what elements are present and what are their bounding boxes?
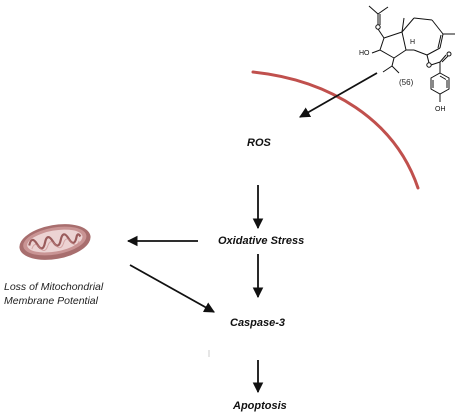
atom-label-ho: HO: [359, 50, 370, 57]
cell-membrane-arc: [251, 70, 420, 190]
atom-label-h: H: [410, 39, 415, 46]
compound-structure: [368, 5, 455, 102]
node-ros: ROS: [247, 137, 271, 149]
arrow-compound-to-ros: [299, 72, 378, 118]
mitochondria-icon: [19, 224, 91, 260]
compound-number: (56): [399, 78, 414, 87]
mitochondria-label-line1: Loss of Mitochondrial: [4, 281, 104, 293]
mitochondria-label-line2: Membrane Potential: [4, 295, 98, 307]
mitochondria-label: Loss of Mitochondrial Membrane Potential: [4, 280, 103, 308]
node-apoptosis: Apoptosis: [233, 400, 287, 412]
atom-label-oh: OH: [435, 106, 446, 113]
node-caspase-3: Caspase-3: [230, 317, 286, 329]
arrow-mitochondria-to-caspase: [129, 264, 215, 313]
node-oxidative-stress: Oxidative Stress: [218, 235, 305, 247]
